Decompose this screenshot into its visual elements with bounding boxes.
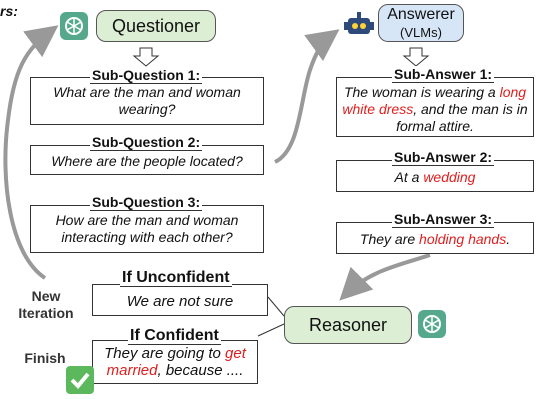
sub-answer-2-highlight: wedding	[423, 169, 476, 185]
sub-question-1-box: What are the man and woman wearing?	[30, 77, 264, 125]
questioner-node: Questioner	[96, 10, 216, 42]
robot-icon	[344, 10, 374, 38]
answerer-label: Answerer	[387, 6, 455, 23]
sub-answer-1-box: The woman is wearing a long white dress,…	[336, 77, 534, 137]
to-reasoner-arrow	[339, 253, 431, 301]
confident-highlight: get married	[106, 345, 246, 379]
to-answerer-arrow	[273, 29, 340, 164]
checkmark-icon	[66, 366, 94, 394]
sub-answer-2-title: Sub-Answer 2:	[392, 149, 495, 166]
questioner-label: Questioner	[111, 16, 201, 36]
new-iteration-label: New Iteration	[18, 288, 74, 321]
callout-pointer	[267, 296, 285, 317]
sub-question-2-text: Where are the people located?	[51, 153, 243, 169]
callout-pointer	[257, 323, 285, 337]
answerer-node: Answerer (VLMs)	[378, 4, 464, 42]
sub-question-3-box: How are the man and woman interacting wi…	[30, 205, 264, 253]
sub-question-1-text: What are the man and woman wearing?	[53, 84, 241, 117]
sub-answer-1-text-end: , and the man is in formal attire.	[396, 101, 528, 134]
openai-logo-icon	[418, 310, 446, 338]
sub-answer-3-text: They are	[359, 231, 420, 247]
unconfident-title: If Unconfident	[120, 269, 232, 287]
sub-answer-3-title: Sub-Answer 3:	[392, 211, 495, 228]
finish-label: Finish	[24, 350, 66, 366]
down-arrow	[402, 47, 430, 67]
loop-arrow	[3, 25, 59, 280]
down-arrow	[132, 47, 160, 67]
answerer-sublabel: (VLMs)	[400, 25, 442, 40]
sub-question-2-title: Sub-Question 2:	[90, 134, 203, 151]
confident-box: They are going to get married, because .…	[92, 340, 258, 384]
openai-logo-icon	[60, 12, 88, 40]
sub-question-1-title: Sub-Question 1:	[90, 67, 203, 84]
sub-answer-3-text-end: .	[506, 231, 511, 247]
sub-answer-1-title: Sub-Answer 1:	[392, 66, 495, 83]
sub-answer-1-highlight: long white dress	[342, 84, 527, 117]
confident-text: They are going to	[104, 345, 226, 362]
unconfident-box: We are not sure	[92, 284, 268, 316]
reasoner-label: Reasoner	[308, 315, 388, 335]
reasoner-node: Reasoner	[284, 306, 412, 344]
unconfident-text: We are not sure	[126, 293, 234, 310]
sub-answer-1-text: The woman is wearing a	[343, 84, 500, 100]
sub-answer-3-highlight: holding hands	[419, 231, 507, 247]
sub-question-3-text: How are the man and woman interacting wi…	[55, 212, 239, 245]
sub-answer-2-text: At a	[394, 169, 424, 185]
confident-title: If Confident	[128, 327, 221, 345]
sub-question-3-title: Sub-Question 3:	[90, 194, 203, 211]
corner-text: rs:	[0, 3, 18, 19]
confident-text-end: , because ....	[157, 362, 244, 379]
sub-answer-3-box: They are holding hands.	[336, 222, 534, 254]
